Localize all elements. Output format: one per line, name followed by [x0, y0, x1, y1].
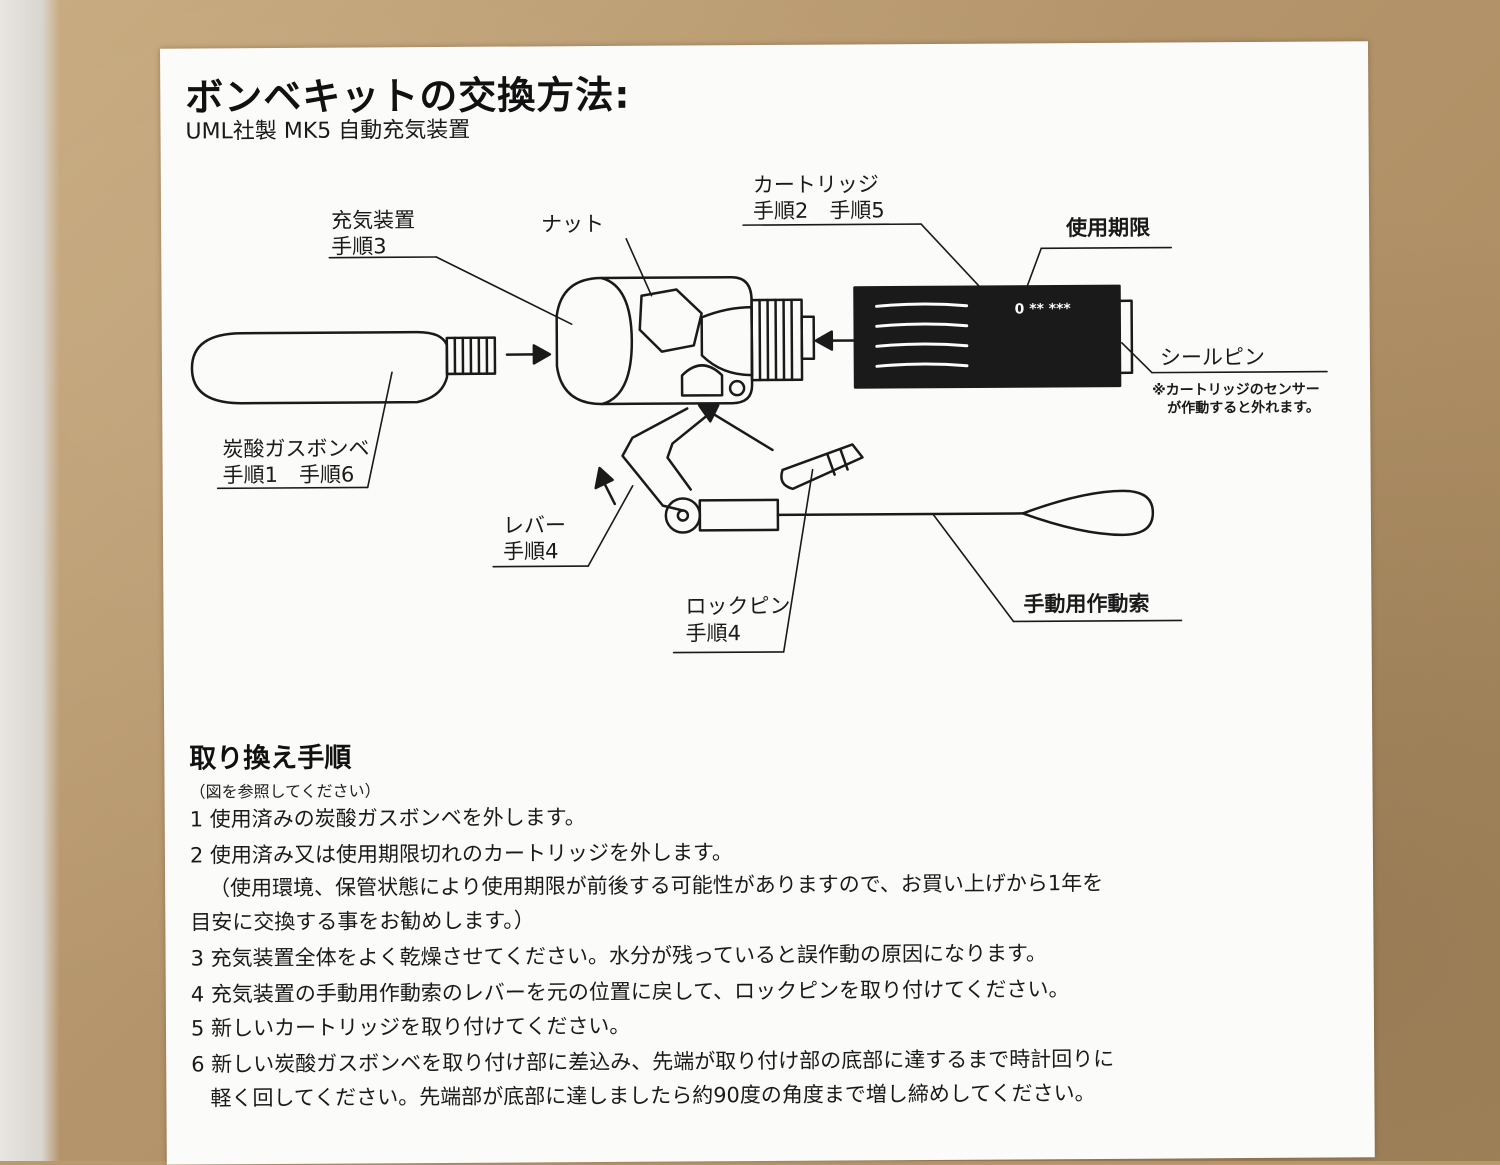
step-4: 4 充気装置の手動用作動索のレバーを元の位置に戻して、ロックピンを取り付けてくだ… [191, 973, 1070, 1008]
label-lever: レバー [503, 512, 566, 538]
cartridge-shape [854, 286, 1132, 388]
lock-pin-shape [781, 444, 863, 488]
label-cartridge-steps: 手順2 手順5 [753, 197, 885, 224]
label-lock-pin-step: 手順4 [686, 620, 742, 646]
step-6-line-2: 軽く回してください。先端部が底部に達しましたら約90度の角度まで増し締めしてくだ… [210, 1077, 1095, 1112]
label-expiry-marks: 0 ** *** [1015, 301, 1071, 318]
label-lock-pin: ロックピン [685, 593, 790, 620]
label-manual-cord: 手動用作動索 [1023, 591, 1149, 618]
label-co2-cylinder: 炭酸ガスボンベ [222, 435, 369, 462]
step-2-note-line-2: 目安に交換する事をお勧めします。） [190, 904, 535, 936]
label-seal-note-1: ※カートリッジのセンサー [1152, 382, 1320, 400]
instruction-sheet: ボンベキットの交換方法: UML社製 MK5 自動充気装置 [160, 41, 1375, 1164]
label-cartridge: カートリッジ [753, 171, 879, 198]
label-seal-note-2: が作動すると外れます。 [1167, 400, 1320, 418]
label-co2-steps: 手順1 手順6 [223, 462, 355, 489]
label-inflator: 充気装置 [331, 207, 415, 234]
step-2: 2 使用済み又は使用期限切れのカートリッジを外します。 [190, 836, 733, 869]
step-5: 5 新しいカートリッジを取り付けてください。 [191, 1010, 631, 1043]
white-surface-edge [0, 0, 60, 1161]
procedure-title: 取り換え手順 [189, 736, 351, 776]
label-expiry: 使用期限 [1066, 215, 1150, 242]
step-3: 3 充気装置全体をよく乾燥させてください。水分が残っていると誤作動の原因になりま… [190, 937, 1046, 972]
label-inflator-step: 手順3 [331, 233, 387, 259]
label-lever-step: 手順4 [503, 538, 559, 564]
step-2-note-line-1: （使用環境、保管状態により使用期限が前後する可能性がありますので、お買い上げから… [209, 867, 1103, 902]
procedure-note: （図を参照してください） [189, 777, 380, 802]
label-seal-pin: シールピン [1160, 344, 1265, 371]
co2-cylinder-shape [192, 332, 495, 404]
label-nut: ナット [541, 211, 604, 237]
inflator-body-shape [556, 277, 814, 405]
lever-mechanism-shape [622, 406, 1153, 538]
step-1: 1 使用済みの炭酸ガスボンベを外します。 [190, 801, 586, 833]
step-6-line-1: 6 新しい炭酸ガスボンベを取り付け部に差込み、先端が取り付け部の底部に達するまで… [191, 1043, 1114, 1079]
